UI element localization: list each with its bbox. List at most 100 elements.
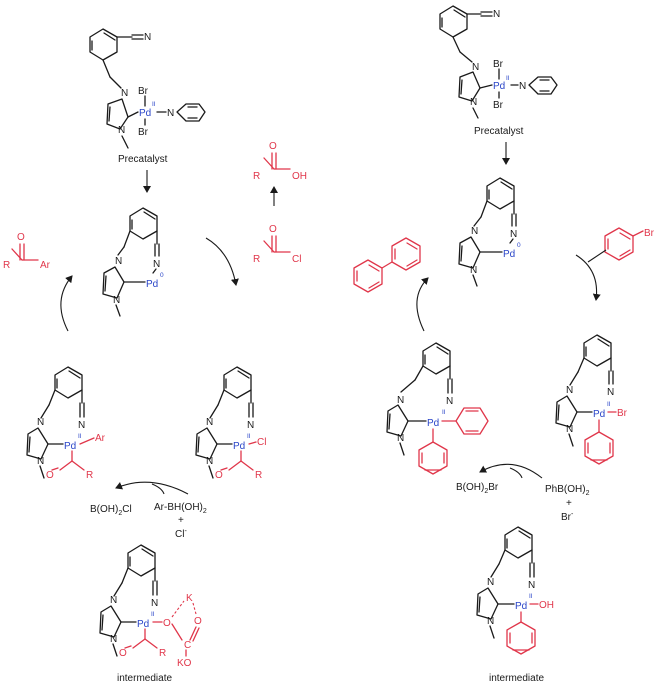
acyl-r-label: R <box>255 470 262 481</box>
right-pd-diphenyl-complex-structure: N N N Pd II <box>386 342 489 475</box>
imidazole-n-label: N <box>397 395 404 406</box>
imidazole-n-label: N <box>471 226 478 237</box>
acyl-o-label: O <box>119 648 127 659</box>
imidazole-n-label: N <box>110 595 117 606</box>
left-plus-label: + <box>178 515 184 526</box>
right-phenylboronic-label: PhB(OH)2 <box>545 484 590 497</box>
pd-label: Pd <box>139 108 151 119</box>
imidazole-n-label: N <box>487 577 494 588</box>
right-precatalyst-structure: N N N Pd II Br Br N <box>439 5 558 119</box>
pd-label: Pd <box>515 601 527 612</box>
ketone-ar-label: Ar <box>40 260 51 271</box>
imidazole-n2-label: N <box>37 456 44 467</box>
imidazole-n-label: N <box>472 62 479 73</box>
ketone-o-label: O <box>17 232 25 243</box>
pd-label: Pd <box>137 619 149 630</box>
pd-label: Pd <box>593 409 605 420</box>
nitrile-n-label: N <box>151 598 158 609</box>
pd0-ox-label: 0 <box>160 272 164 279</box>
nitrile-n-label: N <box>144 32 151 43</box>
bromo-br-label: Br <box>644 228 655 239</box>
imidazole-n-label: N <box>115 256 122 267</box>
imidazole-n2-label: N <box>110 634 117 645</box>
left-chloride-label: Cl- <box>175 528 187 540</box>
nitrile-n-label: N <box>493 9 500 20</box>
br-top-label: Br <box>493 59 504 70</box>
imidazole-n2-label: N <box>397 433 404 444</box>
pd-ox-label: II <box>607 401 611 408</box>
hydroxo-oh-label: OH <box>539 600 554 611</box>
pd-ox-label: II <box>152 101 156 108</box>
acid-oh-label: OH <box>292 171 307 182</box>
right-intermediate-label: intermediate <box>489 673 544 683</box>
nitrile-n-label: N <box>78 420 85 431</box>
intermediate-ko-label: KO <box>177 658 192 669</box>
imidazole-n2-label: N <box>487 616 494 627</box>
right-boron-byproduct-label: B(OH)2Br <box>456 482 499 495</box>
imidazole-n-label: N <box>566 385 573 396</box>
pd-ox-label: II <box>529 593 533 600</box>
aryl-ar-label: Ar <box>95 433 106 444</box>
chloro-cl-label: Cl <box>257 437 266 448</box>
nitrile-n-label: N <box>510 229 517 240</box>
intermediate-k-label: K <box>186 593 193 604</box>
pd-label: Pd <box>427 418 439 429</box>
left-ketone-product-structure: O R Ar <box>3 232 51 271</box>
acid-o-label: O <box>269 141 277 152</box>
nitrile-n-label: N <box>247 420 254 431</box>
br-top-label: Br <box>138 86 149 97</box>
left-intermediate-structure: N N N Pd II O K O C KO O R <box>99 544 202 669</box>
pd-label: Pd <box>233 441 245 452</box>
right-biphenyl-structure <box>353 237 421 293</box>
imidazole-n2-label: N <box>566 424 573 435</box>
pd-ox-label: II <box>78 433 82 440</box>
br-bottom-label: Br <box>138 127 149 138</box>
pd-ox-label: II <box>506 75 510 82</box>
ketone-r-label: R <box>3 260 10 271</box>
right-bromide-label: Br- <box>561 511 574 523</box>
intermediate-c-label: C <box>184 640 191 651</box>
right-intermediate-structure: N N N Pd II OH <box>476 526 554 655</box>
acyl-r-label: R <box>253 254 260 265</box>
left-intermediate-label: intermediate <box>117 673 172 683</box>
imidazole-n-label: N <box>37 417 44 428</box>
pd0-ox-label: 0 <box>517 242 521 249</box>
left-precatalyst-label: Precatalyst <box>118 154 168 165</box>
nitrile-n-label: N <box>607 387 614 398</box>
imidazole-n2-label: N <box>470 265 477 276</box>
left-carboxylic-acid-structure: O R OH <box>253 141 307 182</box>
pd0-label: Pd <box>146 279 158 290</box>
bromo-br-label: Br <box>617 408 628 419</box>
left-pd-aryl-acyl-complex-structure: N N N Pd II Ar O R <box>26 366 106 481</box>
left-boronic-acid-label: Ar-BH(OH)2 <box>154 502 207 515</box>
acyl-r-label: R <box>159 648 166 659</box>
pd-ox-label: II <box>442 409 446 416</box>
acid-r-label: R <box>253 171 260 182</box>
intermediate-o-label: O <box>163 618 171 629</box>
left-boron-byproduct-label: B(OH)2Cl <box>90 504 132 517</box>
left-pd-chloro-acyl-complex-structure: N N N Pd II Cl O R <box>195 366 266 481</box>
pyridine-n-label: N <box>167 108 174 119</box>
left-pd0-catalyst-structure: N N N Pd 0 <box>102 207 164 317</box>
imidazole-n2-label: N <box>470 97 477 108</box>
imidazole-n-label: N <box>206 417 213 428</box>
pd-label: Pd <box>493 81 505 92</box>
left-precatalyst-structure: N N N Pd II Br Br N <box>89 28 206 149</box>
acyl-o-label: O <box>269 224 277 235</box>
right-precatalyst-label: Precatalyst <box>474 126 524 137</box>
right-bromobenzene-structure: Br <box>604 227 655 261</box>
nitrile-n-label: N <box>528 580 535 591</box>
nitrile-n-label: N <box>153 259 160 270</box>
imidazole-n-label: N <box>121 88 128 99</box>
acyl-cl-label: Cl <box>292 254 301 265</box>
imidazole-n2-label: N <box>118 125 125 136</box>
pd-label: Pd <box>64 441 76 452</box>
acyl-o-label: O <box>215 470 223 481</box>
right-pd-phenyl-bromide-complex-structure: N N N Pd II Br <box>555 334 628 465</box>
right-pd0-catalyst-structure: N N N Pd 0 <box>458 177 521 287</box>
nitrile-n-label: N <box>446 396 453 407</box>
br-bottom-label: Br <box>493 100 504 111</box>
left-acyl-chloride-structure: O R Cl <box>253 224 301 265</box>
pyridine-n-label: N <box>519 81 526 92</box>
